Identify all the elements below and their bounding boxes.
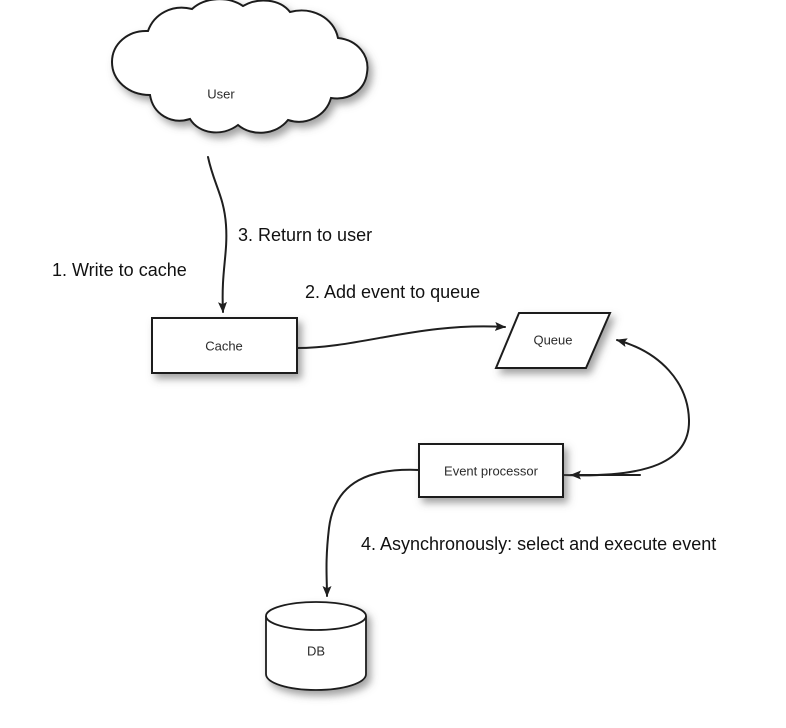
node-label-event-processor: Event processor — [444, 463, 539, 478]
cache-rect — [151, 317, 298, 374]
step-label-3: 3. Return to user — [238, 225, 372, 245]
node-label-user: User — [207, 86, 235, 101]
edge-processor-to-db[interactable] — [322, 468, 420, 597]
queue-parallelogram — [494, 312, 612, 369]
edge-cache-to-queue[interactable] — [296, 321, 506, 349]
node-cache[interactable] — [151, 317, 298, 374]
event-processor-rect — [418, 443, 564, 498]
db-cylinder-top — [265, 601, 367, 631]
edge-processor-to-queue[interactable] — [562, 338, 691, 477]
node-label-queue: Queue — [533, 332, 572, 347]
node-label-cache: Cache — [205, 338, 243, 353]
edge-user-to-cache[interactable] — [207, 156, 228, 313]
step-label-4: 4. Asynchronously: select and execute ev… — [361, 534, 716, 554]
db-cylinder-body — [265, 616, 367, 691]
node-label-db: DB — [307, 643, 325, 658]
node-db[interactable] — [265, 601, 367, 691]
node-event-processor[interactable] — [418, 443, 564, 498]
node-queue[interactable] — [494, 312, 612, 369]
step-label-1: 1. Write to cache — [52, 260, 187, 280]
cloud-shape — [110, 0, 369, 134]
step-label-2: 2. Add event to queue — [305, 282, 480, 302]
node-user[interactable] — [110, 0, 369, 134]
